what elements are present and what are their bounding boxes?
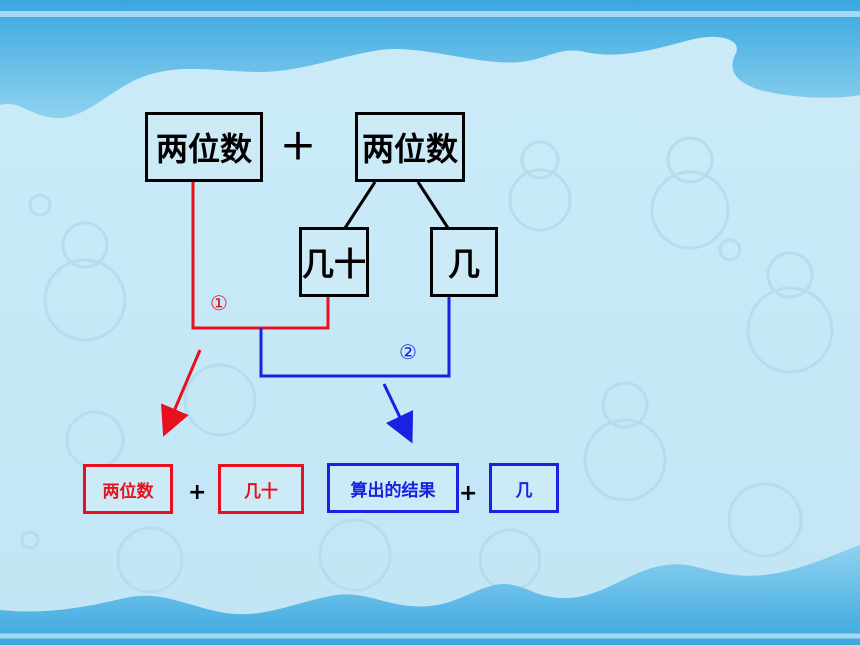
step2-marker: ② [399,340,417,364]
tens-box: 几十 [299,227,369,297]
step1-arrow [161,349,202,437]
bottom-two-digit-box: 两位数 [83,464,173,514]
top-right-two-digit-box: 两位数 [355,112,465,182]
step2-bracket [259,297,451,378]
step2-arrow [382,383,414,444]
tree-line-ones [416,181,450,229]
bottom-tens-box: 几十 [218,464,304,514]
bottom-plus-sign-2: + [459,481,478,506]
step1-marker: ① [210,291,228,315]
bottom-result-box: 算出的结果 [327,463,459,513]
top-left-two-digit-box: 两位数 [145,112,263,182]
tree-line-tens [343,181,377,229]
ones-box: 几 [430,227,498,297]
bottom-plus-sign-1: + [188,480,207,505]
top-plus-sign: ＋ [280,127,317,168]
bottom-ones-box: 几 [489,463,559,513]
